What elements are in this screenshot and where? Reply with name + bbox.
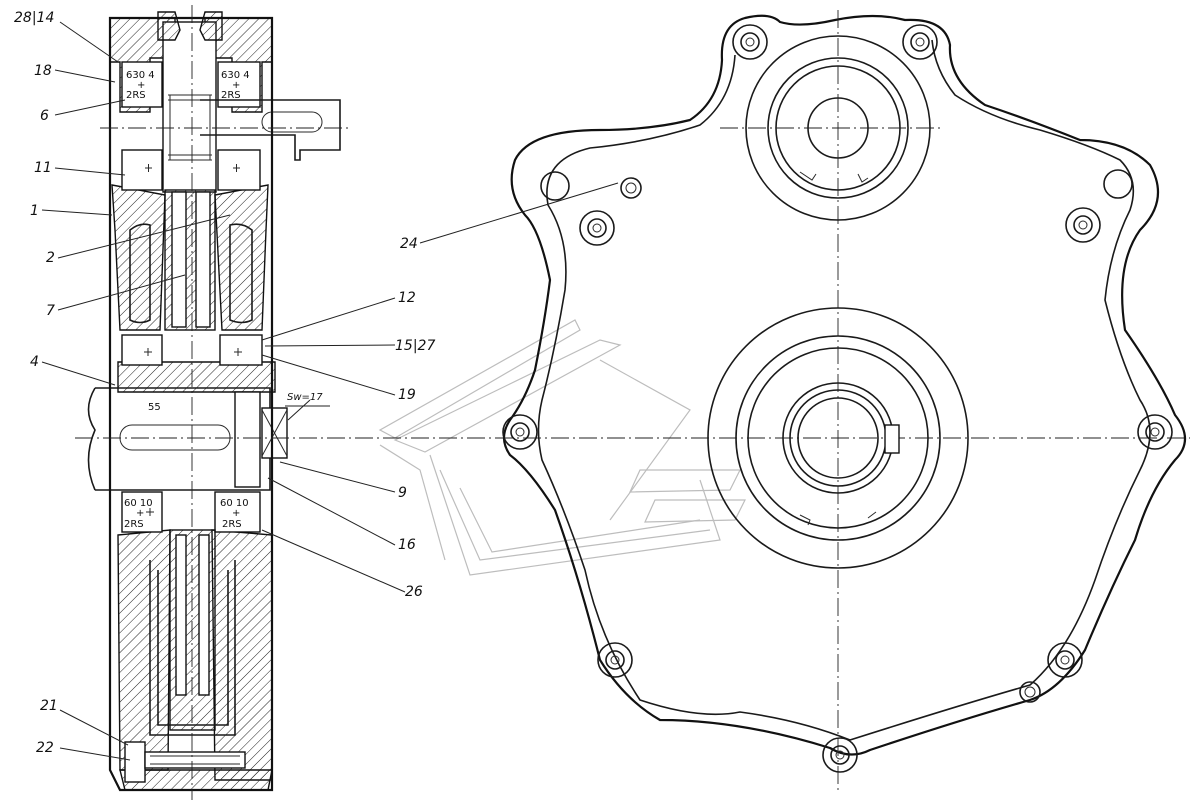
bearing-label-br-3: 2RS	[222, 519, 242, 530]
bearing-label-tl-3: 2RS	[126, 90, 146, 101]
bolt-bottom	[822, 737, 858, 773]
leader-lines	[41, 21, 619, 761]
dowel-pins	[540, 169, 1133, 703]
callout-11: 11	[34, 160, 52, 176]
callout-6: 6	[40, 108, 49, 124]
callout-21: 21	[40, 698, 58, 714]
callout-2: 2	[46, 250, 55, 266]
bolt-left	[502, 414, 538, 450]
section-view: 630 4 + 2RS 630 4 + 2RS 60 10 + 2RS 60 1…	[75, 5, 1190, 800]
bearing-label-tr-3: 2RS	[221, 90, 241, 101]
callout-4: 4	[30, 354, 39, 370]
bolt-upper-right	[1065, 207, 1101, 243]
bearing-label-tr-2: +	[232, 80, 240, 91]
wrench-size: Sw=17	[287, 392, 323, 403]
bolt-top-right	[902, 24, 938, 60]
callout-19: 19	[398, 387, 416, 403]
bearing-label-tr-1: 630 4	[221, 70, 250, 81]
callout-26: 26	[405, 584, 423, 600]
callout-1: 1	[30, 203, 39, 219]
front-view	[502, 10, 1187, 790]
spline-teeth	[168, 94, 212, 161]
bearing-label-bl-2: +	[136, 508, 144, 519]
bolt-holes	[502, 24, 1173, 773]
watermark-logo	[378, 319, 746, 576]
bearing-label-br-1: 60 10	[220, 498, 249, 509]
bolt-lower-left	[597, 642, 633, 678]
bolt-top-left	[732, 24, 768, 60]
bearing-label-br-2: +	[232, 508, 240, 519]
callout-labels: 28|14 18 6 11 1 2 7 4 21 22 24 12 15|27 …	[14, 10, 435, 756]
shaft-dimension: 55	[148, 402, 161, 413]
callout-12: 12	[398, 290, 416, 306]
callout-18: 18	[34, 63, 52, 79]
bearing-label-bl-3: 2RS	[124, 519, 144, 530]
bolt-lower-right	[1047, 642, 1083, 678]
bolt-upper-left	[579, 210, 615, 246]
callout-22: 22	[36, 740, 54, 756]
callout-28-14: 28|14	[14, 10, 54, 26]
bearing-label-tl-2: +	[137, 80, 145, 91]
callout-9: 9	[398, 485, 407, 501]
bearing-label-tl-1: 630 4	[126, 70, 155, 81]
bolt-right	[1137, 414, 1173, 450]
callout-24: 24	[400, 236, 418, 252]
callout-15-27: 15|27	[395, 338, 435, 354]
callout-16: 16	[398, 537, 416, 553]
callout-7: 7	[46, 303, 55, 319]
bearing-label-bl-1: 60 10	[124, 498, 153, 509]
